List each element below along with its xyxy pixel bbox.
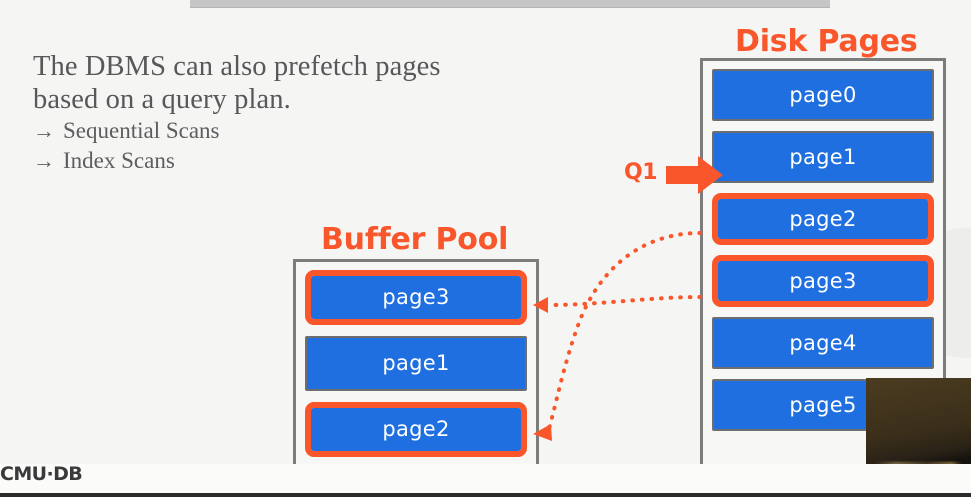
page-box: page4 [712,317,934,369]
bullet-index-scans-label: Index Scans [63,148,175,173]
page-box: page3 [718,261,928,301]
buffer-pool-title: Buffer Pool [321,222,509,257]
footer-strip [0,464,971,497]
body-line-1: The DBMS can also prefetch pages [33,51,441,82]
buffer-page-page2-highlighted[interactable]: page2 [305,402,527,457]
disk-page-page2-highlighted[interactable]: page2 [712,193,934,245]
page-label: page4 [789,330,857,355]
page-label: page2 [789,206,857,231]
cmudb-logo: CMU·DB [0,463,83,485]
page-box: page1 [712,131,934,183]
page-label: page3 [789,268,857,293]
right-arrow-icon: → [33,148,55,173]
page-label: page2 [382,417,450,441]
query-right-arrow-icon [666,156,723,194]
body-text-block: The DBMS can also prefetch pages based o… [33,50,553,176]
buffer-pool-list: page3 page1 page2 [296,262,536,467]
disk-pages-title: Disk Pages [735,24,918,59]
disk-pages-list: page0 page1 page2 page3 page4 page5 [703,61,943,467]
bullet-index-scans: → Index Scans [33,146,553,176]
buffer-pool-panel: page3 page1 page2 [293,259,539,470]
page-box: page1 [305,336,527,391]
footer-rule [0,493,971,497]
page-label: page0 [789,82,857,107]
webcam-light-glint [874,462,962,465]
buffer-page-page3-highlighted[interactable]: page3 [305,270,527,325]
page-box: page2 [311,408,521,451]
page-box: page0 [712,69,934,121]
page-label: page1 [789,144,857,169]
query-label: Q1 [624,160,658,185]
top-cropped-bar [190,0,830,8]
disk-page-page4[interactable]: page4 [712,317,934,369]
disk-page-page3-highlighted[interactable]: page3 [712,255,934,307]
bullet-sequential-scans-label: Sequential Scans [63,118,220,143]
disk-pages-panel: page0 page1 page2 page3 page4 page5 [700,58,946,470]
page-label: page5 [789,392,857,417]
disk-page-page0[interactable]: page0 [712,69,934,121]
right-arrow-icon: → [33,118,55,143]
bullet-sequential-scans: → Sequential Scans [33,116,553,146]
page-box: page2 [718,199,928,239]
connector-disk-page2-to-buffer-page2 [546,231,702,434]
page-label: page1 [382,351,450,375]
connector-disk-page3-to-buffer-page3 [546,295,702,307]
page-label: page3 [382,285,450,309]
body-line-2: based on a query plan. [33,84,291,115]
buffer-page-page1[interactable]: page1 [305,336,527,391]
disk-page-page1[interactable]: page1 [712,131,934,183]
page-box: page3 [311,276,521,319]
